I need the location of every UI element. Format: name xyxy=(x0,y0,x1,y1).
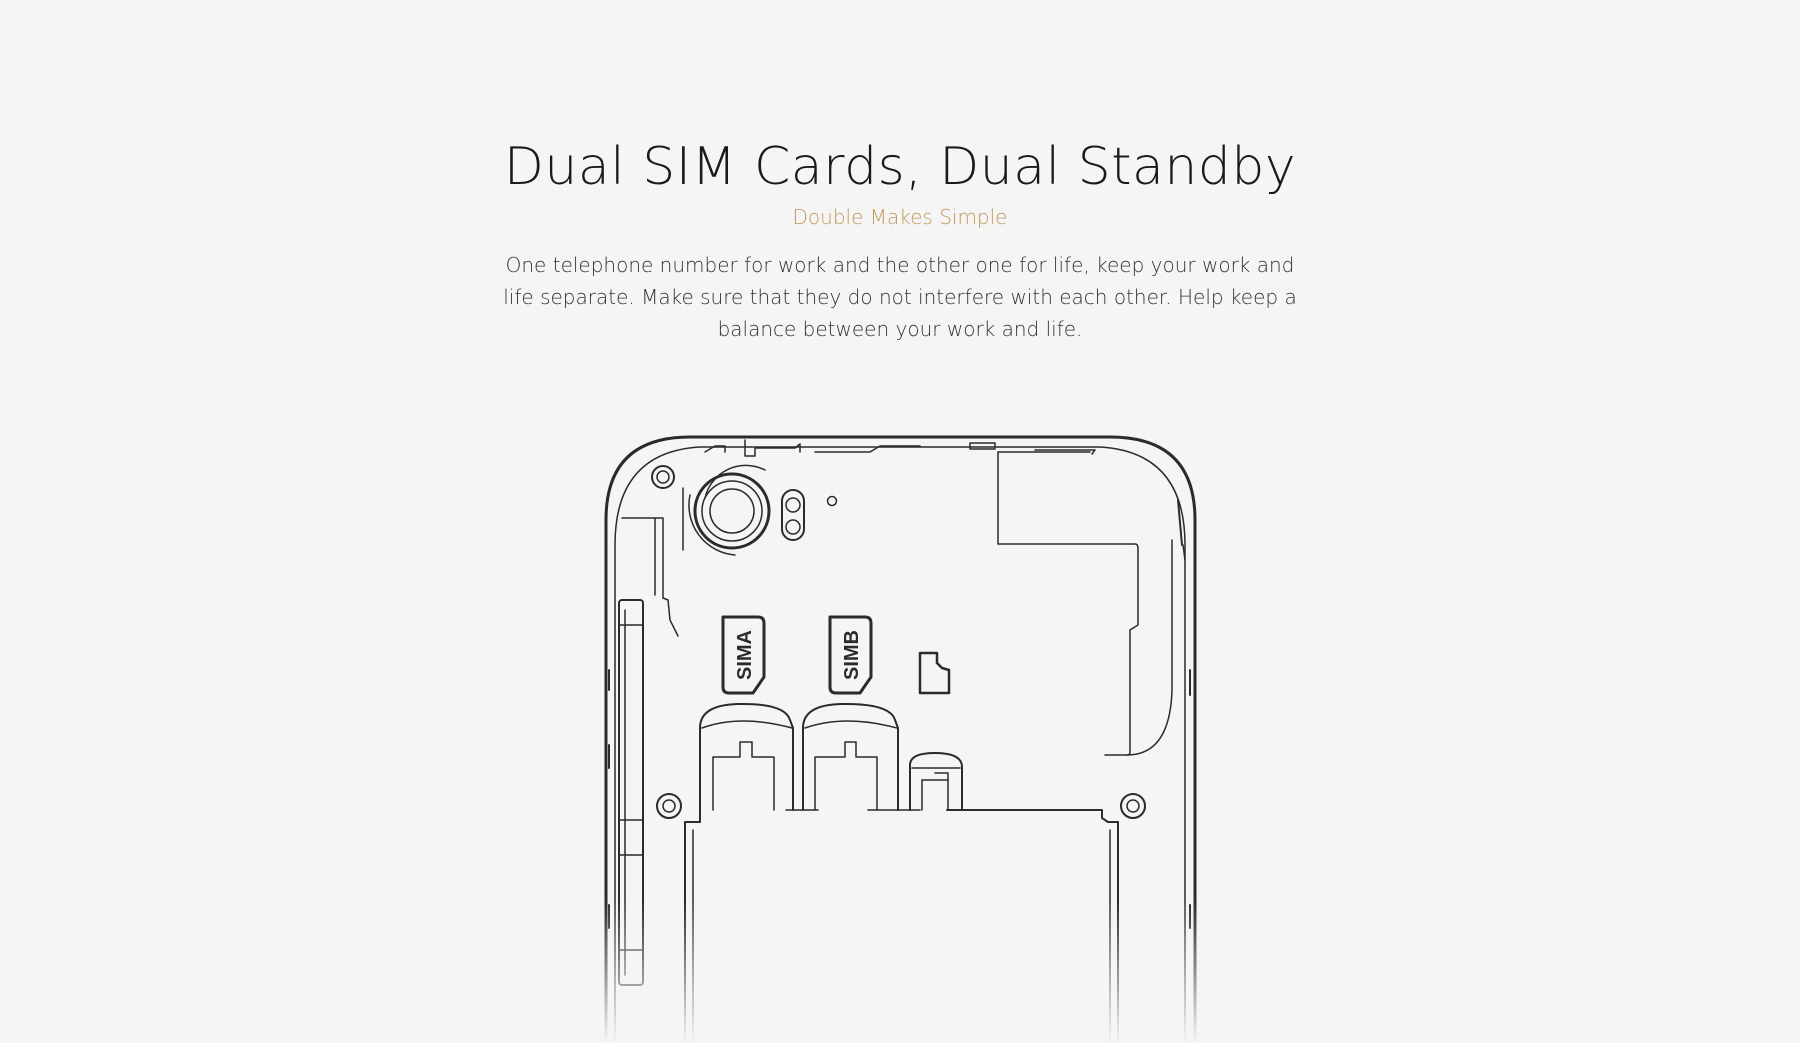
sd-slot xyxy=(909,752,963,811)
microsd-icon xyxy=(918,651,951,695)
description: One telephone number for work and the ot… xyxy=(503,253,1297,341)
sim-b-slot xyxy=(802,702,899,811)
phone-outline xyxy=(604,435,1197,1043)
sim-a-slot xyxy=(699,702,794,811)
sim-b-label: SIMB xyxy=(841,630,863,680)
sim-a-card xyxy=(721,615,766,695)
bottom-fade xyxy=(560,900,1240,1043)
page-title: Dual SIM Cards, Dual Standby xyxy=(503,137,1297,197)
sim-a-label: SIMA xyxy=(734,630,756,680)
sim-b-card xyxy=(828,615,873,695)
subtitle: Double Makes Simple xyxy=(792,205,1008,229)
